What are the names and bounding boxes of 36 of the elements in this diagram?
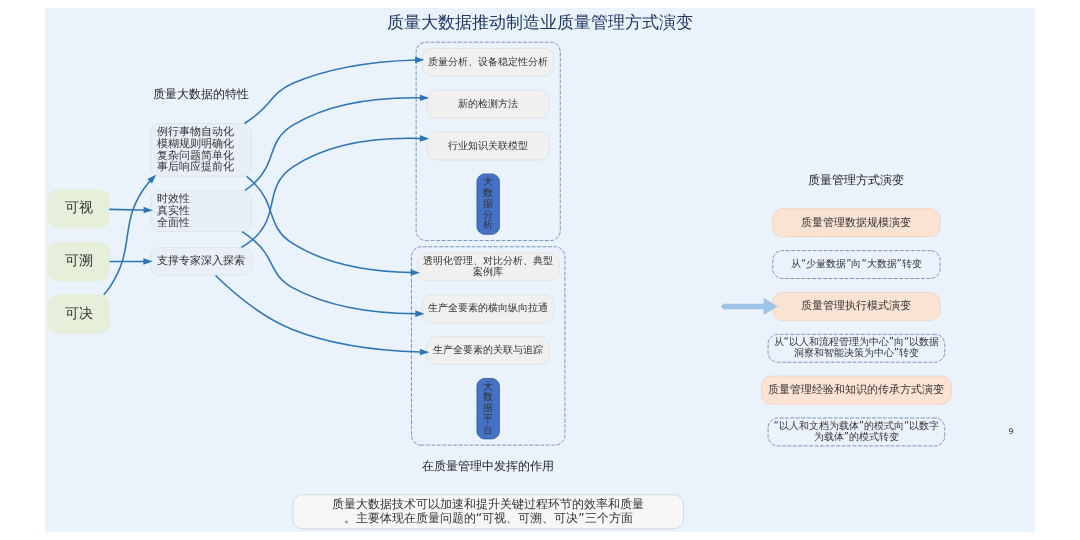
node-box: 可视 xyxy=(47,189,110,229)
node-box: “以人和文档为载体”的模式向“以数字为载体”的模式转变 xyxy=(767,417,946,447)
arrow xyxy=(722,297,778,316)
node-box: 支撑专家深入探索 xyxy=(150,247,253,276)
node-box: 行业知识关联模型 xyxy=(426,131,550,161)
arrow xyxy=(244,94,430,192)
node-box: 从“少量数据”向“大数据”转变 xyxy=(772,250,941,279)
arrow xyxy=(108,206,153,214)
node-box: 透明化管理、对比分析、典型案例库 xyxy=(417,252,560,282)
node-box: 新的检测方法 xyxy=(426,89,550,119)
node-box: 从“以人和流程管理为中心”向“以数据洞察和智能决策为中心”转变 xyxy=(767,333,946,363)
node-box: 质量大数据技术可以加速和提升关键过程环节的效率和质量。主要体现在质量问题的“可视、可溯、可决”三个方面 xyxy=(292,494,684,530)
arrow xyxy=(243,56,425,125)
node-box: 生产全要素的关联与追踪 xyxy=(426,336,550,365)
label: 9 xyxy=(1008,426,1014,436)
node-box: 大数据分析 xyxy=(476,173,500,235)
node-box: 质量管理数据规模演变 xyxy=(772,208,941,238)
node-box: 生产全要素的横向纵向拉通 xyxy=(421,294,555,324)
arrow xyxy=(214,274,430,356)
diagram-title: 质量大数据推动制造业质量管理方式演变 xyxy=(387,11,693,32)
node-box: 例行事物自动化 模糊规则明确化 复杂问题简单化 事后响应提前化 xyxy=(150,123,252,177)
label: 质量管理方式演变 xyxy=(808,172,905,187)
label: 质量大数据的特性 xyxy=(153,87,250,102)
node-box: 质量分析、设备稳定性分析 xyxy=(421,48,555,77)
arrow xyxy=(241,230,425,318)
arrow xyxy=(240,135,430,249)
node-box: 可溯 xyxy=(47,241,110,282)
node-box: 大数据平台 xyxy=(476,378,500,440)
arrow xyxy=(108,258,153,265)
arrow xyxy=(245,175,420,276)
node-box: 可决 xyxy=(47,294,110,334)
arrow xyxy=(102,174,157,296)
node-box: 质量管理经验和知识的传承方式演变 xyxy=(761,375,952,405)
label: 在质量管理中发挥的作用 xyxy=(422,458,555,473)
node-box: 质量管理执行模式演变 xyxy=(772,292,941,321)
node-box: 时效性 真实性 全面性 xyxy=(150,190,252,233)
